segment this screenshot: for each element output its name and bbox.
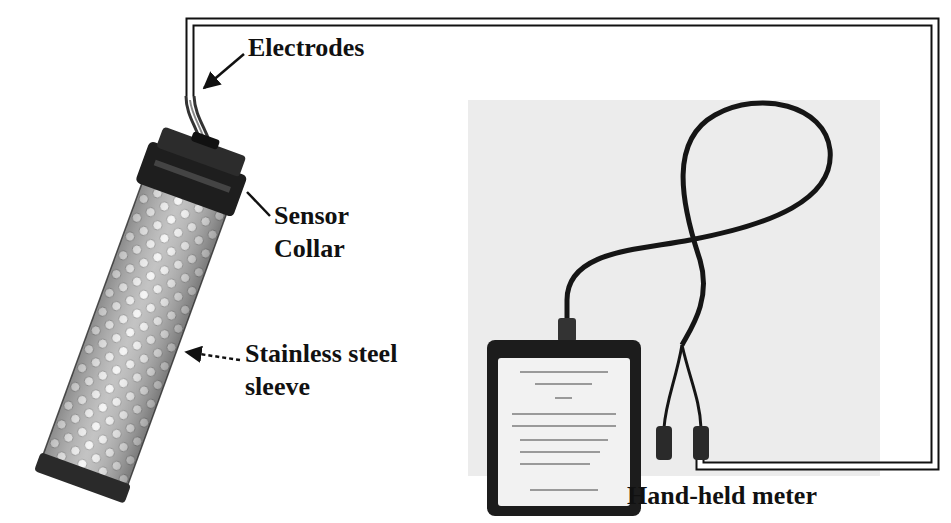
meter-cable bbox=[567, 103, 830, 345]
leader-lines bbox=[186, 54, 270, 360]
alligator-clip bbox=[693, 426, 709, 460]
end-cap bbox=[34, 452, 131, 504]
meter-body bbox=[487, 340, 641, 516]
watermark-sensor bbox=[30, 118, 256, 505]
hand-held-meter bbox=[487, 103, 830, 516]
part-label: Stainless steel sleeve bbox=[245, 338, 405, 403]
device-label: Hand-held meter bbox=[627, 480, 817, 513]
steel-sleeve bbox=[42, 182, 226, 487]
alligator-clip bbox=[656, 426, 672, 460]
part-label: Electrodes bbox=[248, 32, 365, 65]
cable-connector bbox=[558, 318, 576, 342]
part-label: Sensor Collar bbox=[274, 200, 384, 265]
meter-faceplate bbox=[498, 358, 630, 506]
